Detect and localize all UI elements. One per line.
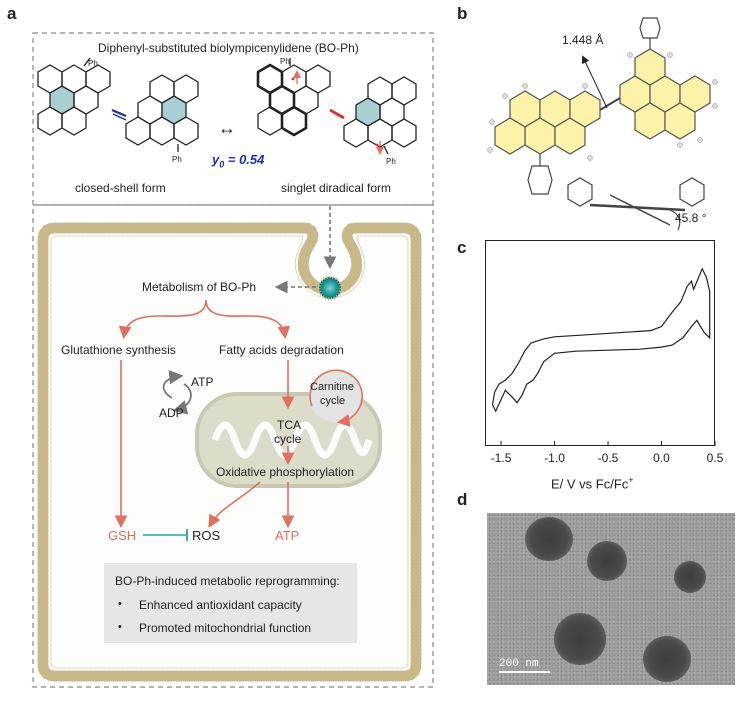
nanoparticle-3 <box>674 561 706 593</box>
oxphos-label: Oxidative phosphorylation <box>216 465 355 479</box>
radical-dot-bottom <box>375 143 379 147</box>
cv-xlabel-sup: + <box>628 475 634 485</box>
cv-xlabel: E/ V vs Fc/Fc+ <box>551 475 634 491</box>
arrow-to-glutathione <box>118 299 207 340</box>
cv-xtick-label-2: -0.5 <box>598 451 619 465</box>
cell-box <box>32 204 434 688</box>
tca-label-line1: TCA <box>277 418 301 432</box>
carnitine-label-line2: cycle <box>320 395 346 407</box>
central-bond <box>599 97 621 111</box>
bo-ph-nanoparticle <box>317 275 343 301</box>
cv-xtick-label-1: -1.0 <box>544 451 565 465</box>
adp-cycle-label: ADP <box>159 406 184 420</box>
cv-xtick-label-0: -1.5 <box>491 451 512 465</box>
panel-a-title: Diphenyl-substituted biolympicenylidene … <box>98 41 359 55</box>
scale-bar <box>499 671 550 673</box>
summary-box <box>104 563 357 643</box>
crystal-rings-right <box>619 48 711 140</box>
arrow-oxphos-to-ros <box>208 481 261 528</box>
ph-label-diradical-top: Ph <box>280 57 290 66</box>
atp-cycle-label: ATP <box>191 375 214 389</box>
fatty-acids-label: Fatty acids degradation <box>219 343 344 357</box>
panel-a-graphic: Ph Ph ↔ Ph Ph <box>32 32 434 688</box>
summary-title: BO-Ph-induced metabolic reprogramming: <box>115 574 340 588</box>
panel-label-b: b <box>457 4 468 23</box>
cv-plot-frame <box>485 240 715 446</box>
atp-to-adp-arrow <box>172 383 192 415</box>
bond-length-pointer <box>581 55 608 109</box>
torsion-angle-label: 45.8 ° <box>675 211 707 225</box>
panel-label-c: c <box>457 238 467 257</box>
carnitine-cycle-arrow <box>309 369 363 427</box>
cv-chart: -1.5 -1.0 -0.5 0.0 0.5 <box>485 240 724 465</box>
nanoparticle-4 <box>554 613 606 665</box>
cv-xtick-label-3: 0.0 <box>653 451 670 465</box>
scale-bar-label: 200 nm <box>499 658 539 670</box>
cell-membrane <box>37 222 422 682</box>
side-view <box>567 177 705 231</box>
closed-shell-label: closed-shell form <box>75 181 166 195</box>
resonance-arrow: ↔ <box>218 118 236 138</box>
nanoparticle-2 <box>587 541 627 581</box>
summary-bullet-1: • <box>118 598 122 610</box>
ph-label-diradical-bottom: Ph <box>386 157 396 166</box>
structure-box <box>32 32 434 206</box>
hydrogen-atoms <box>487 52 718 161</box>
phenyl-top <box>639 17 661 49</box>
glutathione-label: Glutathione synthesis <box>61 343 176 357</box>
summary-item-2: Promoted mitochondrial function <box>139 621 312 635</box>
diradical-label: singlet diradical form <box>281 181 392 195</box>
diradical-molecule <box>256 58 417 155</box>
phenyl-bottom-left <box>527 154 553 195</box>
crystal-rings-left <box>494 90 601 155</box>
y0-symbol: y <box>212 152 220 167</box>
bond-length-label: 1.448 Å <box>562 33 604 47</box>
tca-label-line2: cycle <box>274 432 302 446</box>
cv-xlabel-text: E/ V vs Fc/Fc <box>551 476 629 492</box>
nanoparticle-5 <box>643 636 691 682</box>
nanoparticle-1 <box>525 517 573 561</box>
arrow-to-fatty-acids <box>205 299 291 340</box>
y0-subscript: 0 <box>219 159 225 170</box>
y0-number: = 0.54 <box>224 152 265 167</box>
radical-dot-top <box>291 77 295 81</box>
ros-label: ROS <box>192 528 221 543</box>
tem-image: 200 nm <box>487 513 735 685</box>
panel-label-a: a <box>7 4 17 23</box>
carnitine-cycle-disc <box>309 370 361 422</box>
summary-bullet-2: • <box>118 621 122 633</box>
ph-label-closed-top: Ph <box>88 59 98 68</box>
atp-output-label: ATP <box>275 528 300 543</box>
panel-label-d: d <box>457 490 468 509</box>
ph-label-closed-bottom: Ph <box>172 155 182 164</box>
closed-shell-molecule <box>37 57 199 152</box>
gsh-label: GSH <box>108 528 137 543</box>
adp-to-atp-arrow <box>162 370 184 399</box>
carnitine-label-line1: Carnitine <box>310 381 355 393</box>
summary-item-1: Enhanced antioxidant capacity <box>139 598 302 612</box>
metabolism-label: Metabolism of BO-Ph <box>142 280 257 294</box>
y0-value: y0 = 0.54 <box>212 152 264 170</box>
cv-trace <box>491 267 711 413</box>
mitochondrion-cristae <box>211 421 373 459</box>
panel-b-crystal-structure <box>487 17 718 231</box>
cv-xtick-label-4: 0.5 <box>707 451 724 465</box>
